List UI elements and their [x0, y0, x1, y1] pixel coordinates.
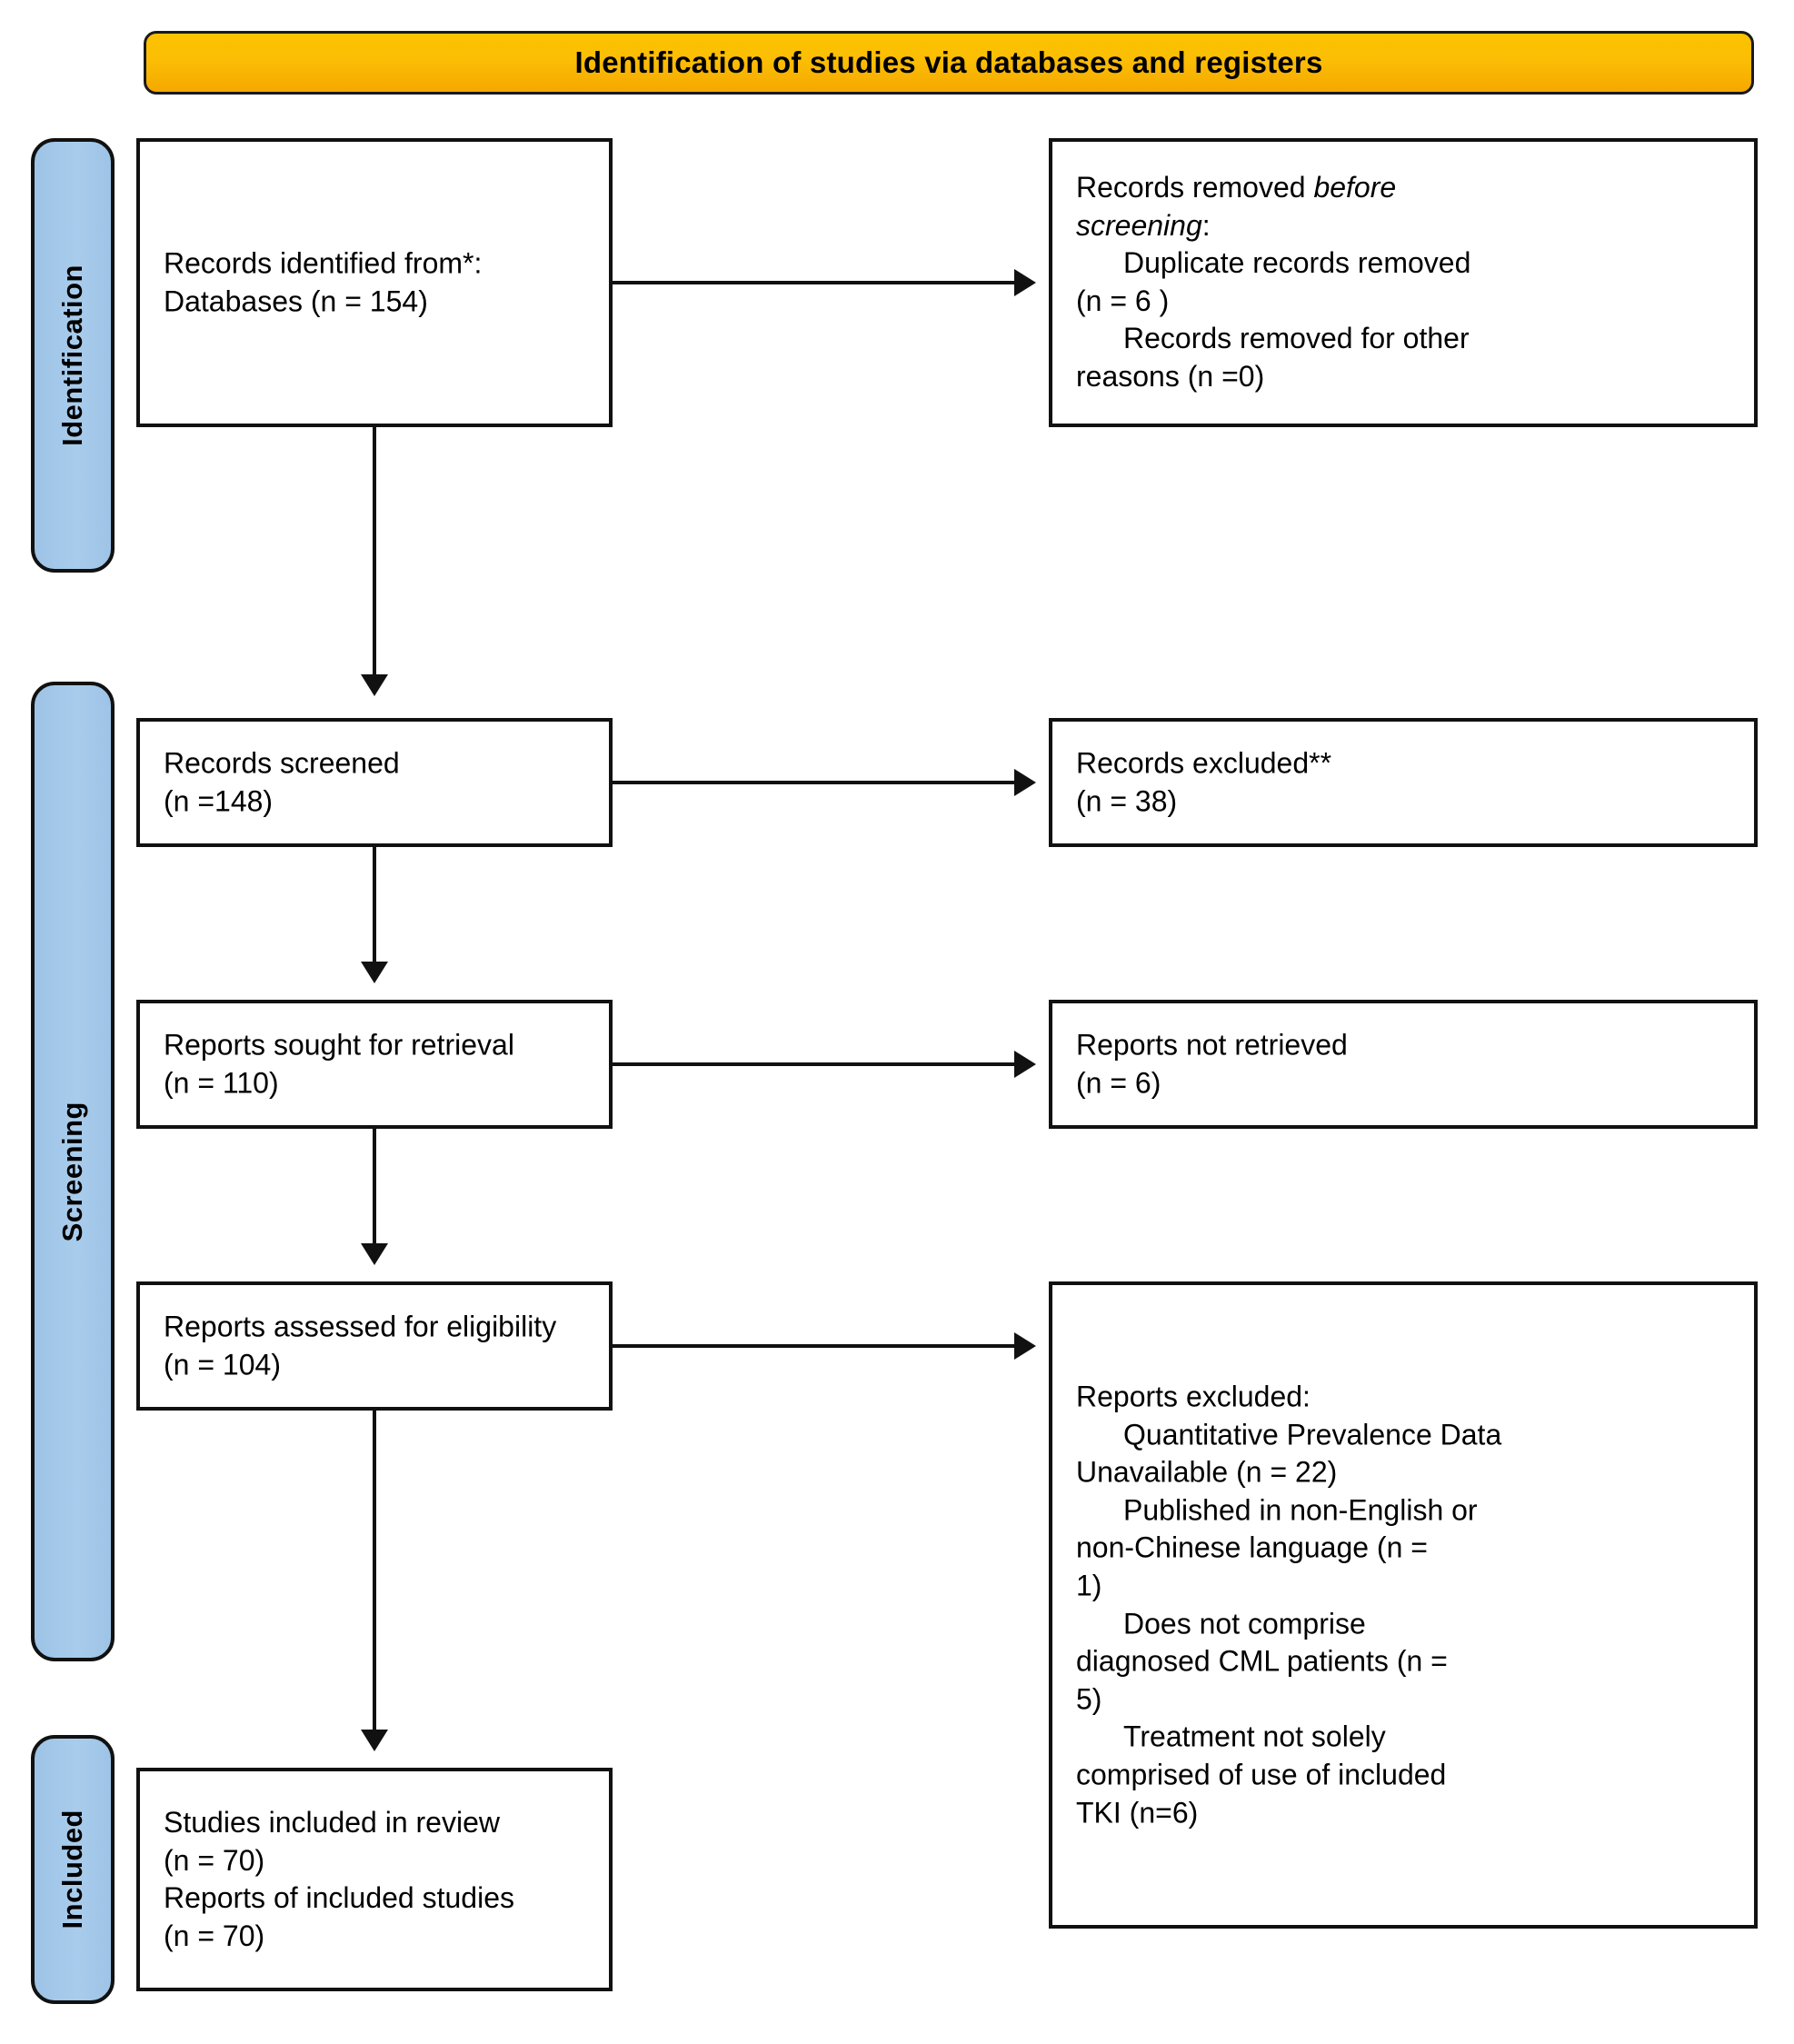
connector-screened-to-excluded: [613, 781, 1014, 784]
records-removed-item2: (n = 6 ): [1076, 284, 1170, 317]
arrow-right-icon-notretrieved: [1014, 1051, 1036, 1078]
reports-assessed-line2: (n = 104): [164, 1348, 281, 1381]
box-reports-sought: Reports sought for retrieval (n = 110): [136, 1000, 613, 1129]
box-records-excluded: Records excluded** (n = 38): [1049, 718, 1758, 847]
records-identified-line2: Databases (n = 154): [164, 284, 428, 317]
studies-included-line1: Studies included in review: [164, 1805, 500, 1839]
header-banner-title: Identification of studies via databases …: [574, 45, 1323, 79]
connector-assessed-to-included: [373, 1411, 376, 1730]
arrow-down-icon-assessed: [361, 1243, 388, 1265]
stage-label-included-text: Included: [56, 1810, 88, 1929]
stage-label-screening: Screening: [31, 682, 115, 1661]
records-removed-item3: Records removed for other: [1123, 322, 1470, 355]
arrow-right-icon-removed: [1014, 269, 1036, 296]
reports-excluded-item4a: Treatment not solely: [1123, 1720, 1386, 1753]
arrow-right-icon-reportsexcluded: [1014, 1332, 1036, 1360]
reports-assessed-line1: Reports assessed for eligibility: [164, 1310, 557, 1343]
connector-sought-to-assessed: [373, 1129, 376, 1243]
records-identified-line1: Records identified from*:: [164, 246, 483, 280]
records-removed-line2: screening:: [1076, 207, 1730, 245]
reports-excluded-item2c: 1): [1076, 1569, 1102, 1602]
box-studies-included: Studies included in review (n = 70) Repo…: [136, 1768, 613, 1991]
records-excluded-line1: Records excluded**: [1076, 746, 1332, 780]
stage-label-identification-text: Identification: [56, 264, 88, 446]
box-records-removed-before-screening: Records removed before screening: Duplic…: [1049, 138, 1758, 427]
studies-included-line2: (n = 70): [164, 1843, 265, 1877]
stage-label-included: Included: [31, 1735, 115, 2004]
arrow-down-icon-included: [361, 1730, 388, 1751]
arrow-down-icon-screened: [361, 674, 388, 696]
records-removed-line1-italic: before: [1313, 171, 1397, 204]
connector-screened-to-sought: [373, 847, 376, 962]
reports-sought-line2: (n = 110): [164, 1066, 279, 1099]
reports-excluded-item1a: Quantitative Prevalence Data: [1123, 1418, 1502, 1451]
reports-not-retrieved-line2: (n = 6): [1076, 1066, 1161, 1099]
arrow-right-icon-excluded: [1014, 769, 1036, 796]
reports-sought-line1: Reports sought for retrieval: [164, 1028, 514, 1062]
reports-excluded-item4c: TKI (n=6): [1076, 1795, 1199, 1829]
records-removed-item1: Duplicate records removed: [1123, 246, 1471, 280]
studies-included-line3: Reports of included studies: [164, 1881, 514, 1914]
reports-excluded-item2a: Published in non-English or: [1123, 1493, 1478, 1527]
records-removed-line2-italic: screening: [1076, 208, 1202, 242]
reports-excluded-item1b: Unavailable (n = 22): [1076, 1455, 1338, 1489]
reports-excluded-item3c: 5): [1076, 1682, 1102, 1716]
records-removed-line2-post: :: [1201, 208, 1211, 242]
connector-identified-to-screened: [373, 427, 376, 674]
reports-not-retrieved-line1: Reports not retrieved: [1076, 1028, 1348, 1062]
stage-label-identification: Identification: [31, 138, 115, 573]
records-screened-line2: (n =148): [164, 784, 274, 817]
reports-excluded-line1: Reports excluded:: [1076, 1380, 1311, 1413]
connector-assessed-to-reportsexcluded: [613, 1344, 1014, 1348]
records-excluded-line2: (n = 38): [1076, 784, 1178, 817]
box-reports-not-retrieved: Reports not retrieved (n = 6): [1049, 1000, 1758, 1129]
studies-included-line4: (n = 70): [164, 1919, 265, 1952]
records-screened-line1: Records screened: [164, 746, 400, 780]
records-removed-item4: reasons (n =0): [1076, 360, 1265, 394]
records-removed-line1: Records removed before: [1076, 169, 1730, 207]
box-reports-excluded: Reports excluded: Quantitative Prevalenc…: [1049, 1281, 1758, 1929]
reports-excluded-item3a: Does not comprise: [1123, 1607, 1366, 1640]
records-removed-line1-pre: Records removed: [1076, 171, 1314, 204]
reports-excluded-item3b: diagnosed CML patients (n =: [1076, 1644, 1448, 1678]
arrow-down-icon-sought: [361, 962, 388, 983]
connector-identified-to-removed: [613, 281, 1014, 284]
reports-excluded-item2b: non-Chinese language (n =: [1076, 1531, 1428, 1564]
connector-sought-to-notretrieved: [613, 1062, 1014, 1066]
box-reports-assessed: Reports assessed for eligibility (n = 10…: [136, 1281, 613, 1411]
box-records-identified: Records identified from*: Databases (n =…: [136, 138, 613, 427]
reports-excluded-item4b: comprised of use of included: [1076, 1758, 1447, 1791]
stage-label-screening-text: Screening: [56, 1101, 88, 1242]
header-banner: Identification of studies via databases …: [144, 31, 1754, 95]
box-records-screened: Records screened (n =148): [136, 718, 613, 847]
